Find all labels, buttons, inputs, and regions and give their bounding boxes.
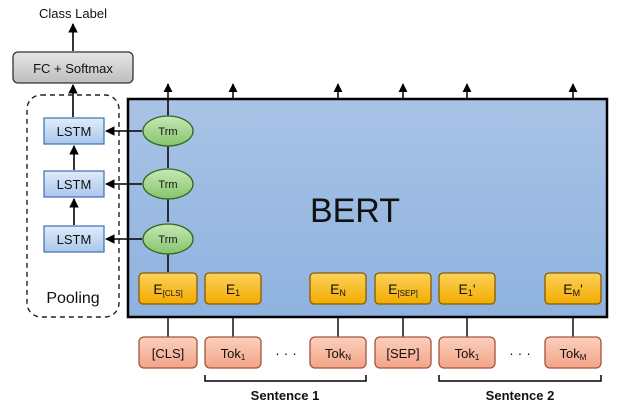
trm-unit-3-label: Trm: [158, 234, 177, 246]
sentence-1-label: Sentence 1: [251, 388, 320, 403]
lstm-unit-1: [43, 117, 105, 145]
lstm-unit-1-label: LSTM: [57, 124, 92, 139]
bert-title: BERT: [310, 192, 400, 230]
pooling-region: [26, 94, 120, 318]
embedding-m-prime-label: EM': [563, 281, 583, 298]
lstm-unit-3: [43, 225, 105, 253]
token-sep: [374, 336, 432, 369]
trm-unit-2: [142, 168, 194, 200]
embedding-row: E[CLS] E1 EN E[SEP] E1' EM': [138, 272, 602, 305]
embedding-cls-label: E[CLS]: [153, 281, 182, 298]
embedding-1-prime-label: E1': [458, 281, 475, 298]
fc-softmax-label: FC + Softmax: [33, 61, 113, 76]
embedding-m-prime: [544, 272, 602, 305]
token-m: [544, 336, 602, 369]
token-m-label: TokM: [560, 346, 587, 362]
trm-stack: Trm Trm Trm: [142, 100, 194, 272]
token-cls-label: [CLS]: [152, 346, 185, 361]
embedding-1: [204, 272, 262, 305]
embedding-sep: [374, 272, 432, 305]
fc-softmax-box: [12, 51, 134, 84]
lstm-unit-2: [43, 170, 105, 198]
token-cls: [138, 336, 198, 369]
token-1-second-label: Tok1: [455, 346, 480, 362]
lstm-unit-2-label: LSTM: [57, 177, 92, 192]
token-1-label: Tok1: [221, 346, 246, 362]
token-n: [309, 336, 367, 369]
sentence-1-bracket: [204, 375, 367, 382]
trm-unit-1-label: Trm: [158, 126, 177, 138]
token-sep-label: [SEP]: [386, 346, 419, 361]
embedding-sep-label: E[SEP]: [388, 281, 418, 298]
sentence-2-bracket: [438, 375, 602, 382]
lstm-unit-3-label: LSTM: [57, 232, 92, 247]
embedding-cls: [138, 272, 198, 305]
sentence-2-label: Sentence 2: [486, 388, 555, 403]
trm-unit-2-label: Trm: [158, 179, 177, 191]
ellipsis-sentence-1: · · ·: [275, 345, 297, 361]
token-row: [CLS] Tok1 TokN [SEP] Tok1 TokM: [138, 336, 602, 369]
bert-output-arrows: [163, 83, 578, 98]
embedding-1-prime: [438, 272, 496, 305]
token-connectors: [167, 318, 574, 337]
pooling-label: Pooling: [46, 290, 99, 307]
embedding-1-label: E1: [226, 281, 240, 298]
token-1: [204, 336, 262, 369]
ellipsis-sentence-2: · · ·: [509, 345, 531, 361]
token-1-second: [438, 336, 496, 369]
embedding-n-label: EN: [330, 281, 346, 298]
trm-unit-3: [142, 223, 194, 255]
token-n-label: TokN: [325, 346, 351, 362]
embedding-n: [309, 272, 367, 305]
trm-unit-1: [142, 115, 194, 147]
lstm-stack: LSTM LSTM LSTM: [43, 117, 105, 253]
class-label: Class Label: [39, 6, 107, 21]
